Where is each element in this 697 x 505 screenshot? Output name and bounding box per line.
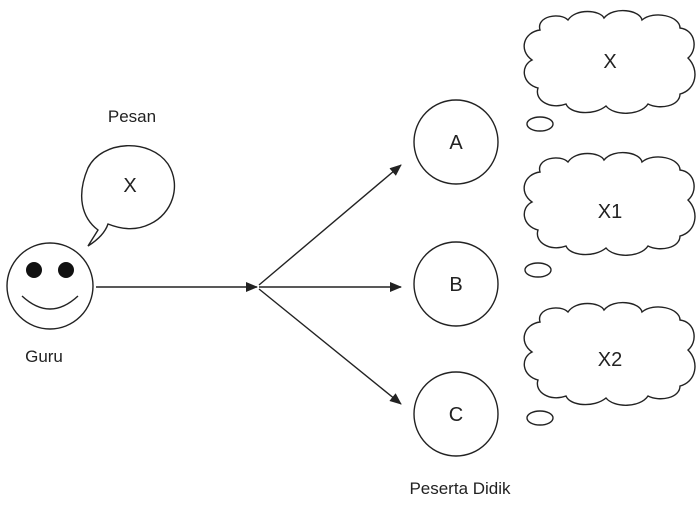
guru-label: Guru [25,347,63,366]
students-caption: Peserta Didik [409,479,511,498]
student-label-c: C [449,404,463,426]
thought-text-c: X2 [598,349,622,371]
thought-cloud-c [523,302,696,426]
thought-cloud-a [523,10,696,132]
thought-text-a: X [603,51,616,73]
student-node-b [413,241,499,327]
message-caption: Pesan [108,107,156,126]
student-label-a: A [449,132,463,154]
thought-text-b: X1 [598,201,622,223]
student-node-c [413,371,499,457]
message-content: X [123,175,136,197]
student-node-a [413,99,499,185]
edge-hub-to-a [258,164,402,286]
guru-smiley-icon [6,242,94,330]
message-speech-bubble [81,145,176,247]
student-label-b: B [449,274,462,296]
edge-hub-to-c [258,288,402,405]
thought-cloud-b [523,152,696,278]
